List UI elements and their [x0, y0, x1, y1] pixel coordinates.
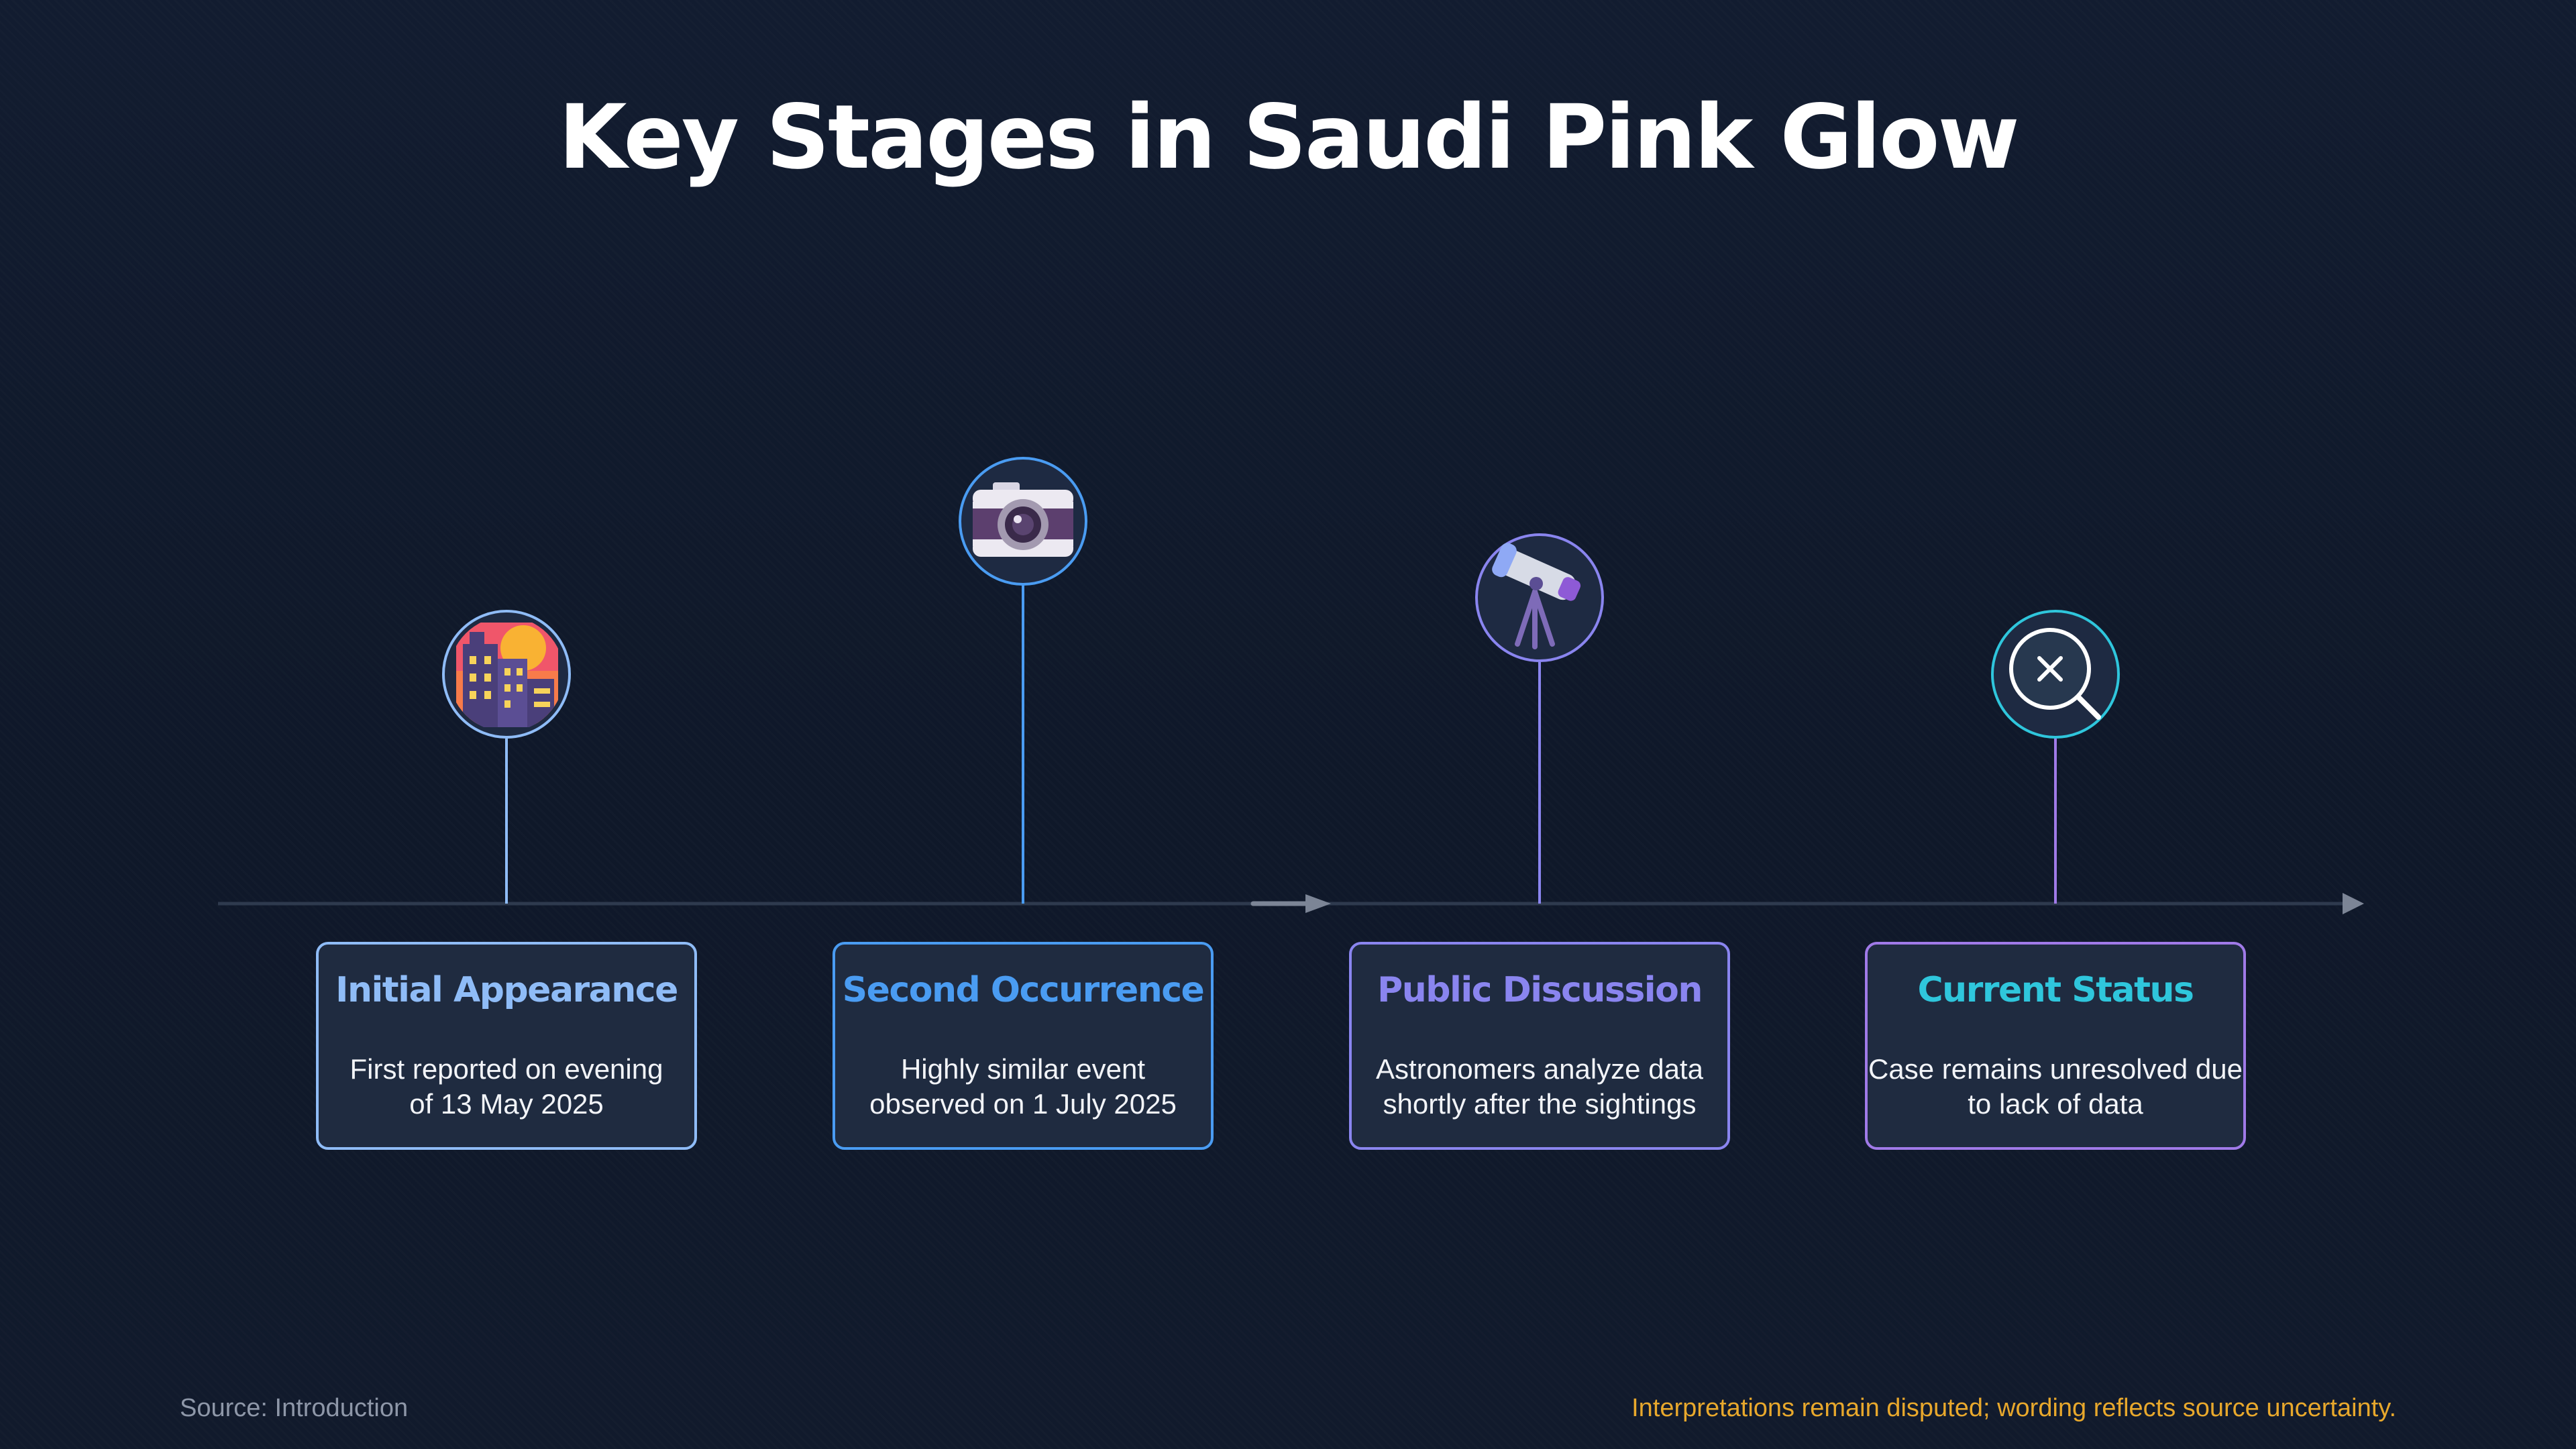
stage-card-public-discussion: Public Discussion Astronomers analyze da… [1349, 942, 1730, 1150]
stage-1-marker [442, 610, 571, 739]
cityscape-sunset-icon [456, 623, 558, 727]
disclaimer-note: Interpretations remain disputed; wording… [1631, 1394, 2396, 1422]
source-note: Source: Introduction [180, 1394, 409, 1422]
telescope-icon [1492, 543, 1581, 649]
camera-icon [973, 482, 1073, 557]
stage-title: Second Occurrence [842, 970, 1205, 1010]
search-x-icon [2009, 628, 2101, 720]
stage-title: Public Discussion [1377, 970, 1703, 1010]
stage-card-second-occurrence: Second Occurrence Highly similar event o… [833, 942, 1214, 1150]
stage-title: Current Status [1917, 970, 2194, 1010]
stage-description: Astronomers analyze data shortly after t… [1376, 1053, 1703, 1120]
stage-description: Highly similar event observed on 1 July … [869, 1053, 1177, 1120]
stage-card-initial-appearance: Initial Appearance First reported on eve… [316, 942, 697, 1150]
stage-description: First reported on evening of 13 May 2025 [350, 1053, 663, 1120]
stage-card-current-status: Current Status Case remains unresolved d… [1865, 942, 2246, 1150]
axis-end-arrow-icon [2343, 893, 2364, 914]
stage-2-marker [959, 457, 1087, 586]
direction-arrow-icon [1250, 894, 1331, 913]
stage-3-marker [1475, 533, 1604, 662]
page-title: Key Stages in Saudi Pink Glow [558, 86, 2019, 189]
stage-title: Initial Appearance [335, 970, 678, 1010]
stage-4-marker [1991, 610, 2120, 739]
stage-description: Case remains unresolved due to lack of d… [1868, 1053, 2243, 1120]
